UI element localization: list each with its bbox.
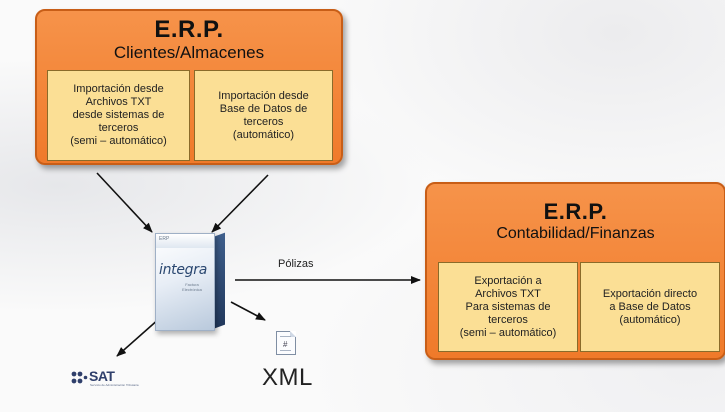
hash-glyph: #	[283, 340, 288, 349]
erp-contabilidad-finanzas-box: E.R.P. Contabilidad/Finanzas Exportación…	[425, 182, 725, 360]
sat-logo-icon	[71, 371, 88, 384]
file-line	[280, 350, 291, 351]
product-caption: Factura Electrónica	[182, 282, 202, 292]
sat-logo-text: SAT	[89, 368, 115, 384]
export-txt-box: Exportación a Archivos TXT Para sistemas…	[438, 262, 578, 352]
erp-clientes-title: E.R.P.	[154, 16, 224, 43]
xml-file-icon: #	[276, 331, 296, 355]
import-txt-box: Importación desde Archivos TXT desde sis…	[47, 70, 190, 161]
software-box-front: ERP integra Factura Electrónica	[155, 233, 215, 331]
software-box-band	[156, 234, 214, 248]
erp-clientes-subtitle: Clientes/Almacenes	[113, 43, 265, 62]
erp-contabilidad-subtitle: Contabilidad/Finanzas	[496, 225, 655, 242]
arrow-integra-to-sat	[116, 317, 161, 357]
erp-clientes-almacenes-box: E.R.P. Clientes/Almacenes Importación de…	[35, 9, 343, 165]
export-database-box: Exportación directo a Base de Datos (aut…	[580, 262, 720, 352]
arrow-clientes-db-to-integra	[211, 174, 269, 233]
product-tag: ERP	[159, 236, 170, 242]
arrow-clientes-txt-to-integra	[96, 172, 153, 233]
software-box-icon: ERP integra Factura Electrónica	[155, 232, 225, 331]
import-database-box: Importación desde Base de Datos de terce…	[194, 70, 333, 161]
xml-label: XML	[262, 364, 313, 391]
polizas-label: Pólizas	[278, 258, 314, 270]
arrow-integra-to-xml	[230, 301, 266, 321]
sat-logo: SAT Servicio de Administración Tributari…	[70, 368, 170, 390]
product-name: integra	[159, 262, 207, 278]
erp-contabilidad-title: E.R.P.	[543, 199, 608, 224]
file-line	[280, 336, 291, 337]
sat-subtitle: Servicio de Administración Tributaria	[90, 383, 139, 387]
